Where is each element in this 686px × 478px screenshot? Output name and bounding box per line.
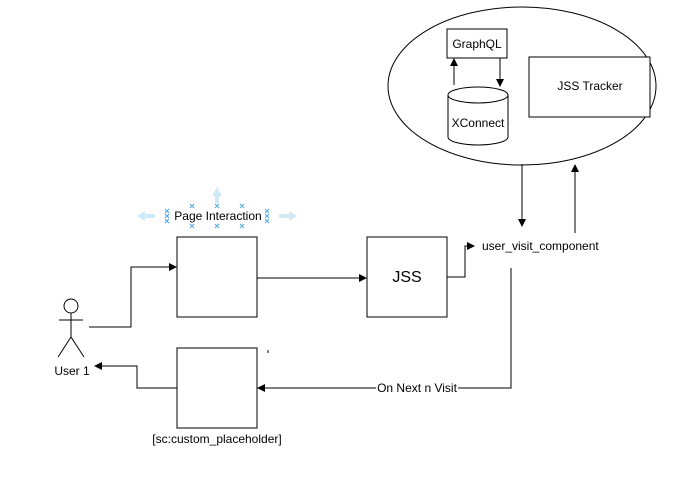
jss-box[interactable]	[366, 236, 448, 318]
graphql-box[interactable]	[446, 28, 508, 59]
next-visit-label: On Next n Visit	[377, 381, 457, 395]
jss-label: JSS	[392, 269, 421, 286]
jss-tracker-box[interactable]	[528, 56, 651, 118]
user-to-page-interaction-arrow	[89, 263, 177, 328]
next-visit-arrow	[257, 268, 512, 392]
selection-handles	[137, 187, 297, 221]
visit-component-label: user_visit_component	[482, 239, 599, 253]
placeholder-to-user-arrow	[94, 362, 177, 389]
page-interaction-label: Page Interaction	[174, 209, 261, 223]
graphql-label: GraphQL	[452, 37, 502, 51]
placeholder-label: [sc:custom_placeholder]	[152, 432, 281, 446]
selection-markers	[164, 203, 270, 229]
xconnect-label: XConnect	[452, 116, 505, 130]
page-interaction-box[interactable]	[176, 236, 258, 318]
placeholder-box[interactable]	[176, 347, 258, 429]
xconnect-database[interactable]	[447, 86, 509, 146]
jss-tracker-label: JSS Tracker	[557, 79, 622, 93]
user-actor-icon[interactable]	[57, 298, 85, 358]
user-label: User 1	[54, 364, 90, 378]
jss-to-visit-arrow	[447, 242, 475, 278]
